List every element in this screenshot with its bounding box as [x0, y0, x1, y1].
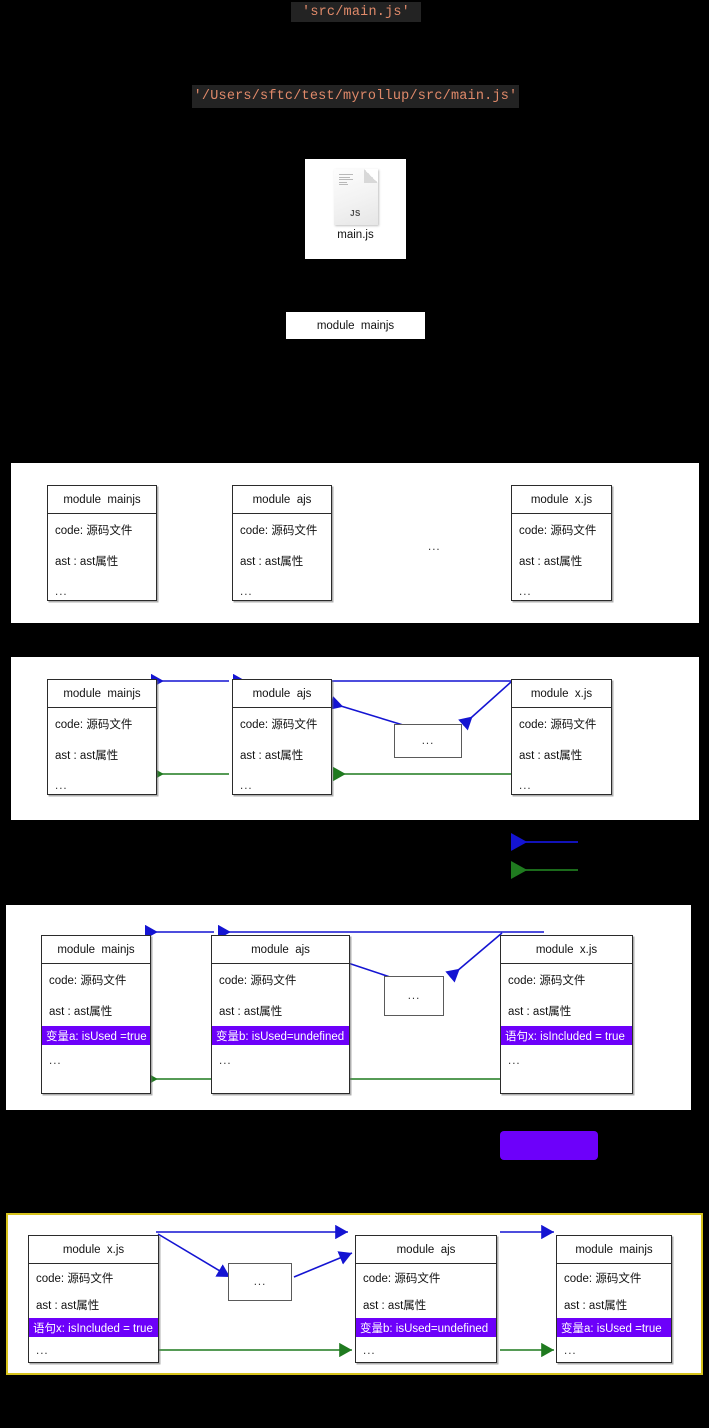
module-row-highlight: 变量b: isUsed=undefined — [356, 1318, 496, 1337]
module-row-dots: ... — [36, 1344, 49, 1357]
module-row-ast: ast : ast属性 — [55, 555, 119, 568]
panel2-dots-box: ... — [394, 724, 462, 758]
module-graph-panel: module mainjs code: 源码文件 ast : ast属性 ...… — [11, 657, 699, 820]
module-row-highlight: 变量a: isUsed =true — [42, 1026, 150, 1045]
module-box-title: module x.js — [512, 680, 611, 708]
module-box-ajs: module ajs code: 源码文件 ast : ast属性 ... — [232, 485, 332, 601]
module-row-code: code: 源码文件 — [55, 524, 133, 537]
module-box-title: module ajs — [212, 936, 349, 964]
module-row-ast: ast : ast属性 — [240, 749, 304, 762]
module-box-title: module ajs — [233, 680, 331, 708]
module-box-xjs: module x.js code: 源码文件 ast : ast属性 ... — [511, 679, 612, 795]
page-fold-icon — [363, 169, 378, 183]
module-box-title: module mainjs — [42, 936, 150, 964]
module-row-highlight: 变量a: isUsed =true — [557, 1318, 671, 1337]
module-row-ast: ast : ast属性 — [519, 749, 583, 762]
module-row-highlight: 语句x: isIncluded = true — [501, 1026, 632, 1045]
module-row-ast: ast : ast属性 — [519, 555, 583, 568]
module-row-ast: ast : ast属性 — [49, 1005, 113, 1018]
legend-arrows — [511, 833, 578, 879]
module-mainjs-chip: module mainjs — [286, 312, 425, 339]
module-box-title: module mainjs — [48, 486, 156, 514]
module-box-xjs: module x.js code: 源码文件 ast : ast属性 语句x: … — [28, 1235, 159, 1363]
module-row-dots: ... — [363, 1344, 376, 1357]
module-row-ast: ast : ast属性 — [564, 1299, 628, 1312]
purple-highlight-swatch — [500, 1131, 598, 1160]
module-box-mainjs: module mainjs code: 源码文件 ast : ast属性 ... — [47, 679, 157, 795]
entry-path-chip: 'src/main.js' — [291, 2, 421, 22]
module-row-dots: ... — [55, 779, 68, 792]
module-row-code: code: 源码文件 — [564, 1272, 642, 1285]
module-box-title: module x.js — [501, 936, 632, 964]
module-row-dots: ... — [240, 779, 253, 792]
module-list-panel: module mainjs code: 源码文件 ast : ast属性 ...… — [11, 463, 699, 623]
panel1-separator-ellipsis: ... — [428, 541, 441, 553]
module-box-ajs: module ajs code: 源码文件 ast : ast属性 变量b: i… — [211, 935, 350, 1094]
module-box-title: module x.js — [29, 1236, 158, 1264]
module-box-mainjs: module mainjs code: 源码文件 ast : ast属性 变量a… — [41, 935, 151, 1094]
module-row-ast: ast : ast属性 — [363, 1299, 427, 1312]
panel4-dots-box: ... — [228, 1263, 292, 1301]
module-row-code: code: 源码文件 — [519, 718, 597, 731]
panel3-dots-box: ... — [384, 976, 444, 1016]
module-box-xjs: module x.js code: 源码文件 ast : ast属性 ... — [511, 485, 612, 601]
doc-lines-decoration — [338, 174, 353, 187]
js-icon-label: JS — [350, 209, 361, 218]
module-box-ajs: module ajs code: 源码文件 ast : ast属性 变量b: i… — [355, 1235, 497, 1363]
module-row-dots: ... — [55, 585, 68, 598]
file-icon-card: JS main.js — [305, 159, 406, 259]
module-row-highlight: 语句x: isIncluded = true — [29, 1318, 158, 1337]
module-row-dots: ... — [519, 585, 532, 598]
module-box-mainjs: module mainjs code: 源码文件 ast : ast属性 变量a… — [556, 1235, 672, 1363]
module-box-title: module mainjs — [48, 680, 156, 708]
module-row-code: code: 源码文件 — [36, 1272, 114, 1285]
module-row-dots: ... — [519, 779, 532, 792]
file-caption: main.js — [337, 229, 374, 241]
module-row-code: code: 源码文件 — [363, 1272, 441, 1285]
module-row-code: code: 源码文件 — [240, 524, 318, 537]
module-row-dots: ... — [508, 1054, 521, 1067]
module-row-dots: ... — [49, 1054, 62, 1067]
module-box-xjs: module x.js code: 源码文件 ast : ast属性 语句x: … — [500, 935, 633, 1094]
module-row-dots: ... — [240, 585, 253, 598]
module-box-title: module x.js — [512, 486, 611, 514]
module-row-dots: ... — [564, 1344, 577, 1357]
js-file-icon: JS — [333, 169, 378, 225]
module-box-mainjs: module mainjs code: 源码文件 ast : ast属性 ... — [47, 485, 157, 601]
module-box-title: module ajs — [233, 486, 331, 514]
module-row-dots: ... — [219, 1054, 232, 1067]
module-row-highlight: 变量b: isUsed=undefined — [212, 1026, 349, 1045]
module-row-ast: ast : ast属性 — [508, 1005, 572, 1018]
module-row-ast: ast : ast属性 — [36, 1299, 100, 1312]
module-box-title: module ajs — [356, 1236, 496, 1264]
module-row-code: code: 源码文件 — [49, 974, 127, 987]
module-row-code: code: 源码文件 — [519, 524, 597, 537]
module-row-code: code: 源码文件 — [508, 974, 586, 987]
module-row-code: code: 源码文件 — [240, 718, 318, 731]
module-row-ast: ast : ast属性 — [240, 555, 304, 568]
module-row-code: code: 源码文件 — [219, 974, 297, 987]
module-box-ajs: module ajs code: 源码文件 ast : ast属性 ... — [232, 679, 332, 795]
module-row-ast: ast : ast属性 — [55, 749, 119, 762]
module-row-code: code: 源码文件 — [55, 718, 133, 731]
tree-shaking-marked-panel: module mainjs code: 源码文件 ast : ast属性 变量a… — [6, 905, 691, 1110]
absolute-path-chip: '/Users/sftc/test/myrollup/src/main.js' — [192, 85, 519, 108]
module-box-title: module mainjs — [557, 1236, 671, 1264]
reversed-order-panel: module x.js code: 源码文件 ast : ast属性 语句x: … — [6, 1213, 703, 1375]
module-row-ast: ast : ast属性 — [219, 1005, 283, 1018]
